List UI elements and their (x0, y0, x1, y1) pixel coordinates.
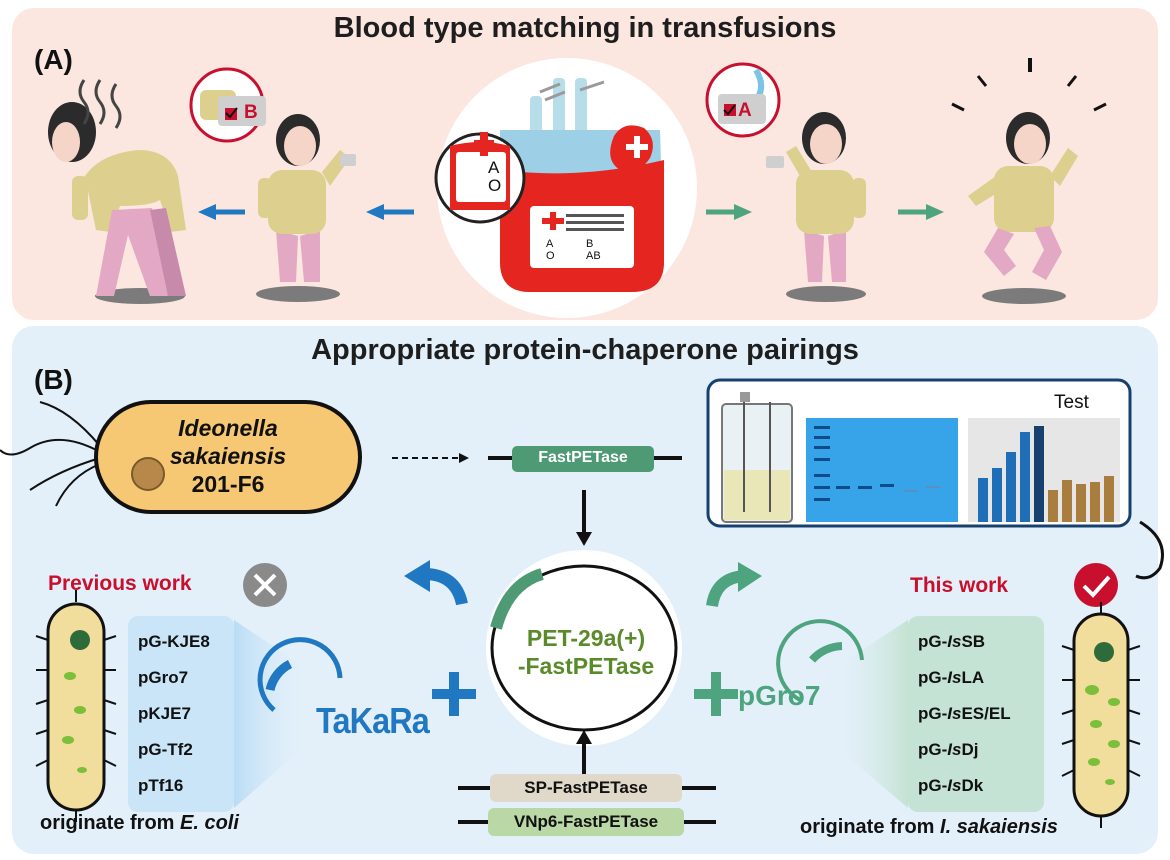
plasmid-backdrop (486, 550, 682, 746)
nucleoid-icon (131, 457, 165, 491)
mismatch-arrows (198, 204, 414, 220)
blood-bag-illustration (434, 58, 697, 318)
gene-label: FastPETase (538, 449, 628, 466)
standing-person-left (256, 114, 356, 302)
takara-plasmid-arc (257, 637, 343, 712)
cycle-arrow (1135, 520, 1164, 580)
panel-b-label: (B) (34, 364, 73, 395)
right-list-cone (828, 620, 908, 808)
bacterium-flagella (0, 401, 101, 507)
test-panel (706, 378, 1132, 528)
isakaiensis-origin-caption: originate from I. sakaiensis (800, 816, 1058, 838)
ecoli-chaperone-item: pKJE7 (138, 704, 191, 723)
isakaiensis-chaperone-item: pG-IsDj (918, 740, 979, 759)
blood-tag-b-magnifier (189, 67, 266, 143)
isakaiensis-cell-right (1061, 602, 1141, 828)
takara-logo: TaKaRa (316, 700, 430, 741)
ecoli-chaperone-item: pGro7 (138, 668, 189, 687)
gene-box (512, 446, 654, 472)
plus-left-icon (432, 672, 476, 716)
previous-work-label: Previous work (48, 572, 192, 595)
isakaiensis-chaperone-item: pG-IsDk (918, 776, 984, 795)
variant-vnp6-label: VNp6-FastPETase (513, 812, 659, 831)
pgro7-label: pGro7 (738, 680, 821, 711)
left-list-cone (234, 620, 312, 808)
check-icon (1074, 563, 1118, 607)
panel-a-label: (A) (34, 44, 73, 75)
tag-left-letter: B (244, 102, 258, 123)
ecoli-chaperone-list: pG-KJE8 pGro7 pKJE7 pG-Tf2 pTf16 (138, 624, 210, 804)
bag-check-a: A (488, 158, 500, 177)
organism-strain: 201-F6 (191, 471, 265, 497)
ecoli-chaperone-item: pG-Tf2 (138, 740, 193, 759)
bag-label-b: B (586, 238, 594, 250)
ecoli-cell-left (35, 590, 117, 822)
bag-label-o: O (546, 250, 555, 262)
match-arrows (706, 204, 944, 220)
isakaiensis-chaperone-list: pG-IsSB pG-IsLA pG-IsES/EL pG-IsDj pG-Is… (918, 624, 1011, 804)
organism-name-line2: sakaiensis (169, 443, 287, 469)
isakaiensis-chaperone-item: pG-IsES/EL (918, 704, 1011, 723)
sick-person-figure (48, 79, 186, 304)
ideonella-cell (94, 400, 362, 514)
this-work-label: This work (910, 574, 1009, 597)
happy-person-figure (951, 58, 1107, 304)
isakaiensis-chaperone-item: pG-IsSB (918, 632, 986, 651)
right-list-background (908, 616, 1044, 812)
ecoli-chaperone-item: pG-KJE8 (138, 632, 210, 651)
bag-check-o: O (488, 176, 502, 195)
plasmid-name-line2: -FastPETase (517, 653, 655, 679)
ecoli-chaperone-item: pTf16 (138, 776, 184, 795)
plasmid-name-line1: PET-29a(+) (526, 625, 646, 651)
bag-label-a: A (546, 238, 554, 250)
variant-sp-label: SP-FastPETase (524, 778, 648, 797)
ecoli-origin-caption: originate from E. coli (40, 812, 239, 834)
organism-name-line1: Ideonella (178, 415, 278, 441)
isakaiensis-chaperone-item: pG-IsLA (918, 668, 985, 687)
standing-person-right (766, 112, 866, 302)
panel-a-title: Blood type matching in transfusions (333, 12, 837, 44)
tag-right-letter: A (738, 100, 752, 121)
panel-b-title: Appropriate protein-chaperone pairings (311, 334, 859, 366)
left-list-background (128, 616, 234, 812)
plus-right-icon (694, 672, 738, 716)
cross-icon (243, 563, 287, 607)
bag-label-ab: AB (586, 250, 601, 262)
test-label: Test (1054, 392, 1089, 413)
blood-tag-a-magnifier (705, 62, 781, 138)
plasmid-insert-arc (490, 568, 544, 630)
pgro7-plasmid-arc (776, 619, 864, 702)
test-bar-chart (978, 426, 1114, 522)
